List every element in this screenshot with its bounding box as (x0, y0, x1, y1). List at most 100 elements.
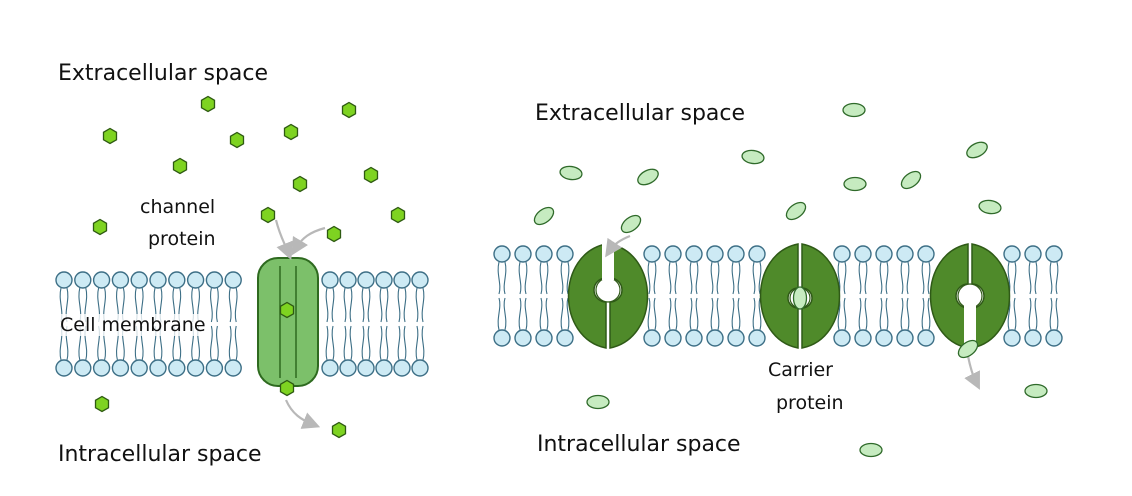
phospholipid-head (748, 329, 766, 347)
lipid-tail (497, 297, 501, 331)
hexagon-molecule-icon (341, 101, 357, 119)
lipid-tail (397, 325, 401, 361)
lipid-tail (752, 297, 756, 331)
carrier-protein-label-line2: protein (776, 392, 844, 414)
oval-molecule-icon (966, 141, 988, 159)
lipid-tail (524, 261, 528, 295)
lipid-tail (1034, 297, 1038, 331)
phospholipid-head (556, 245, 574, 263)
phospholipid-head (664, 245, 682, 263)
lipid-tail (228, 325, 232, 361)
lipid-tail (228, 287, 232, 323)
phospholipid-head (74, 359, 92, 377)
phospholipid-head (149, 359, 167, 377)
lipid-tail (716, 297, 720, 331)
phospholipid-head (685, 329, 703, 347)
phospholipid-head (375, 271, 393, 289)
oval-molecule-icon (586, 394, 610, 410)
phospholipid-head (55, 359, 73, 377)
lipid-tail (234, 325, 238, 361)
lipid-tail (864, 261, 868, 295)
lipid-tail (689, 261, 693, 295)
lipid-tail (361, 287, 365, 323)
right-extracellular-label: Extracellular space (535, 101, 746, 126)
lipid-tail (403, 325, 407, 361)
phospholipid-head (917, 245, 935, 263)
phospholipid-head (168, 359, 186, 377)
lipid-tail (503, 297, 507, 331)
lipid-tail (403, 287, 407, 323)
lipid-tail (361, 325, 365, 361)
phospholipid-head (321, 271, 339, 289)
phospholipid-head (917, 329, 935, 347)
lipid-tail (647, 297, 651, 331)
lipid-tail (343, 287, 347, 323)
hexagon-molecule-icon (229, 131, 245, 149)
lipid-tail (518, 261, 522, 295)
lipid-tail (325, 287, 329, 323)
oval-molecule-icon (741, 149, 765, 165)
lipid-tail (566, 297, 570, 331)
oval-molecule-icon (842, 102, 866, 118)
lipid-tail (216, 287, 219, 323)
hexagon-molecule-icon (283, 123, 299, 141)
lipid-tail (737, 261, 741, 295)
lipid-tail (716, 261, 720, 295)
lipid-tail (349, 325, 353, 361)
phospholipid-head (186, 359, 205, 377)
phospholipid-head (168, 271, 186, 289)
phospholipid-head (535, 329, 553, 347)
phospholipid-head (896, 329, 914, 347)
channel-protein (257, 257, 319, 387)
oval-molecule-icon (900, 170, 922, 190)
movement-arrow (274, 219, 293, 261)
lipid-tail (758, 261, 762, 295)
movement-arrow (291, 226, 326, 256)
phospholipid-head (833, 329, 851, 347)
lipid-tail (906, 297, 910, 331)
lipid-tail (879, 297, 883, 331)
lipid-tail (1034, 261, 1038, 295)
lipid-tail (731, 261, 735, 295)
left-extracellular-label: Extracellular space (58, 61, 269, 86)
oval-molecule-icon (559, 165, 583, 181)
lipid-tail (689, 297, 693, 331)
hexagon-molecule-icon (102, 127, 118, 145)
hexagon-molecule-icon (292, 175, 308, 193)
lipid-tail (758, 297, 762, 331)
phospholipid-head (321, 359, 339, 377)
lipid-tail (731, 297, 735, 331)
lipid-tail (879, 261, 883, 295)
lipid-tail (210, 325, 213, 361)
lipid-tail (545, 261, 549, 295)
lipid-tail (858, 297, 862, 331)
phospholipid-head (748, 245, 766, 263)
lipid-tail (539, 297, 543, 331)
lipid-tail (1013, 297, 1017, 331)
phospholipid-head (393, 359, 411, 377)
oval-molecule-icon (1024, 383, 1048, 399)
phospholipid-head (685, 245, 703, 263)
phospholipid-head (875, 245, 893, 263)
lipid-tail (906, 261, 910, 295)
lipid-tail (415, 287, 419, 323)
lipid-tail (653, 297, 657, 331)
lipid-tail (560, 297, 564, 331)
lipid-tail (864, 297, 868, 331)
lipid-tail (367, 287, 371, 323)
lipid-tail (927, 261, 931, 295)
lipid-tail (737, 297, 741, 331)
phospholipid-head (1024, 329, 1042, 347)
lipid-tail (539, 261, 543, 295)
phospholipid-head (556, 329, 574, 347)
lipid-tail (343, 325, 347, 361)
lipid-tail (900, 297, 904, 331)
phospholipid-head (1003, 245, 1021, 263)
channel-protein-label-line1: channel (140, 196, 216, 218)
carrier-opening (964, 296, 976, 350)
phospholipid-head (357, 271, 375, 289)
phospholipid-head (493, 329, 511, 347)
oval-molecule-icon (843, 176, 867, 192)
carrier-protein-half (759, 243, 799, 349)
